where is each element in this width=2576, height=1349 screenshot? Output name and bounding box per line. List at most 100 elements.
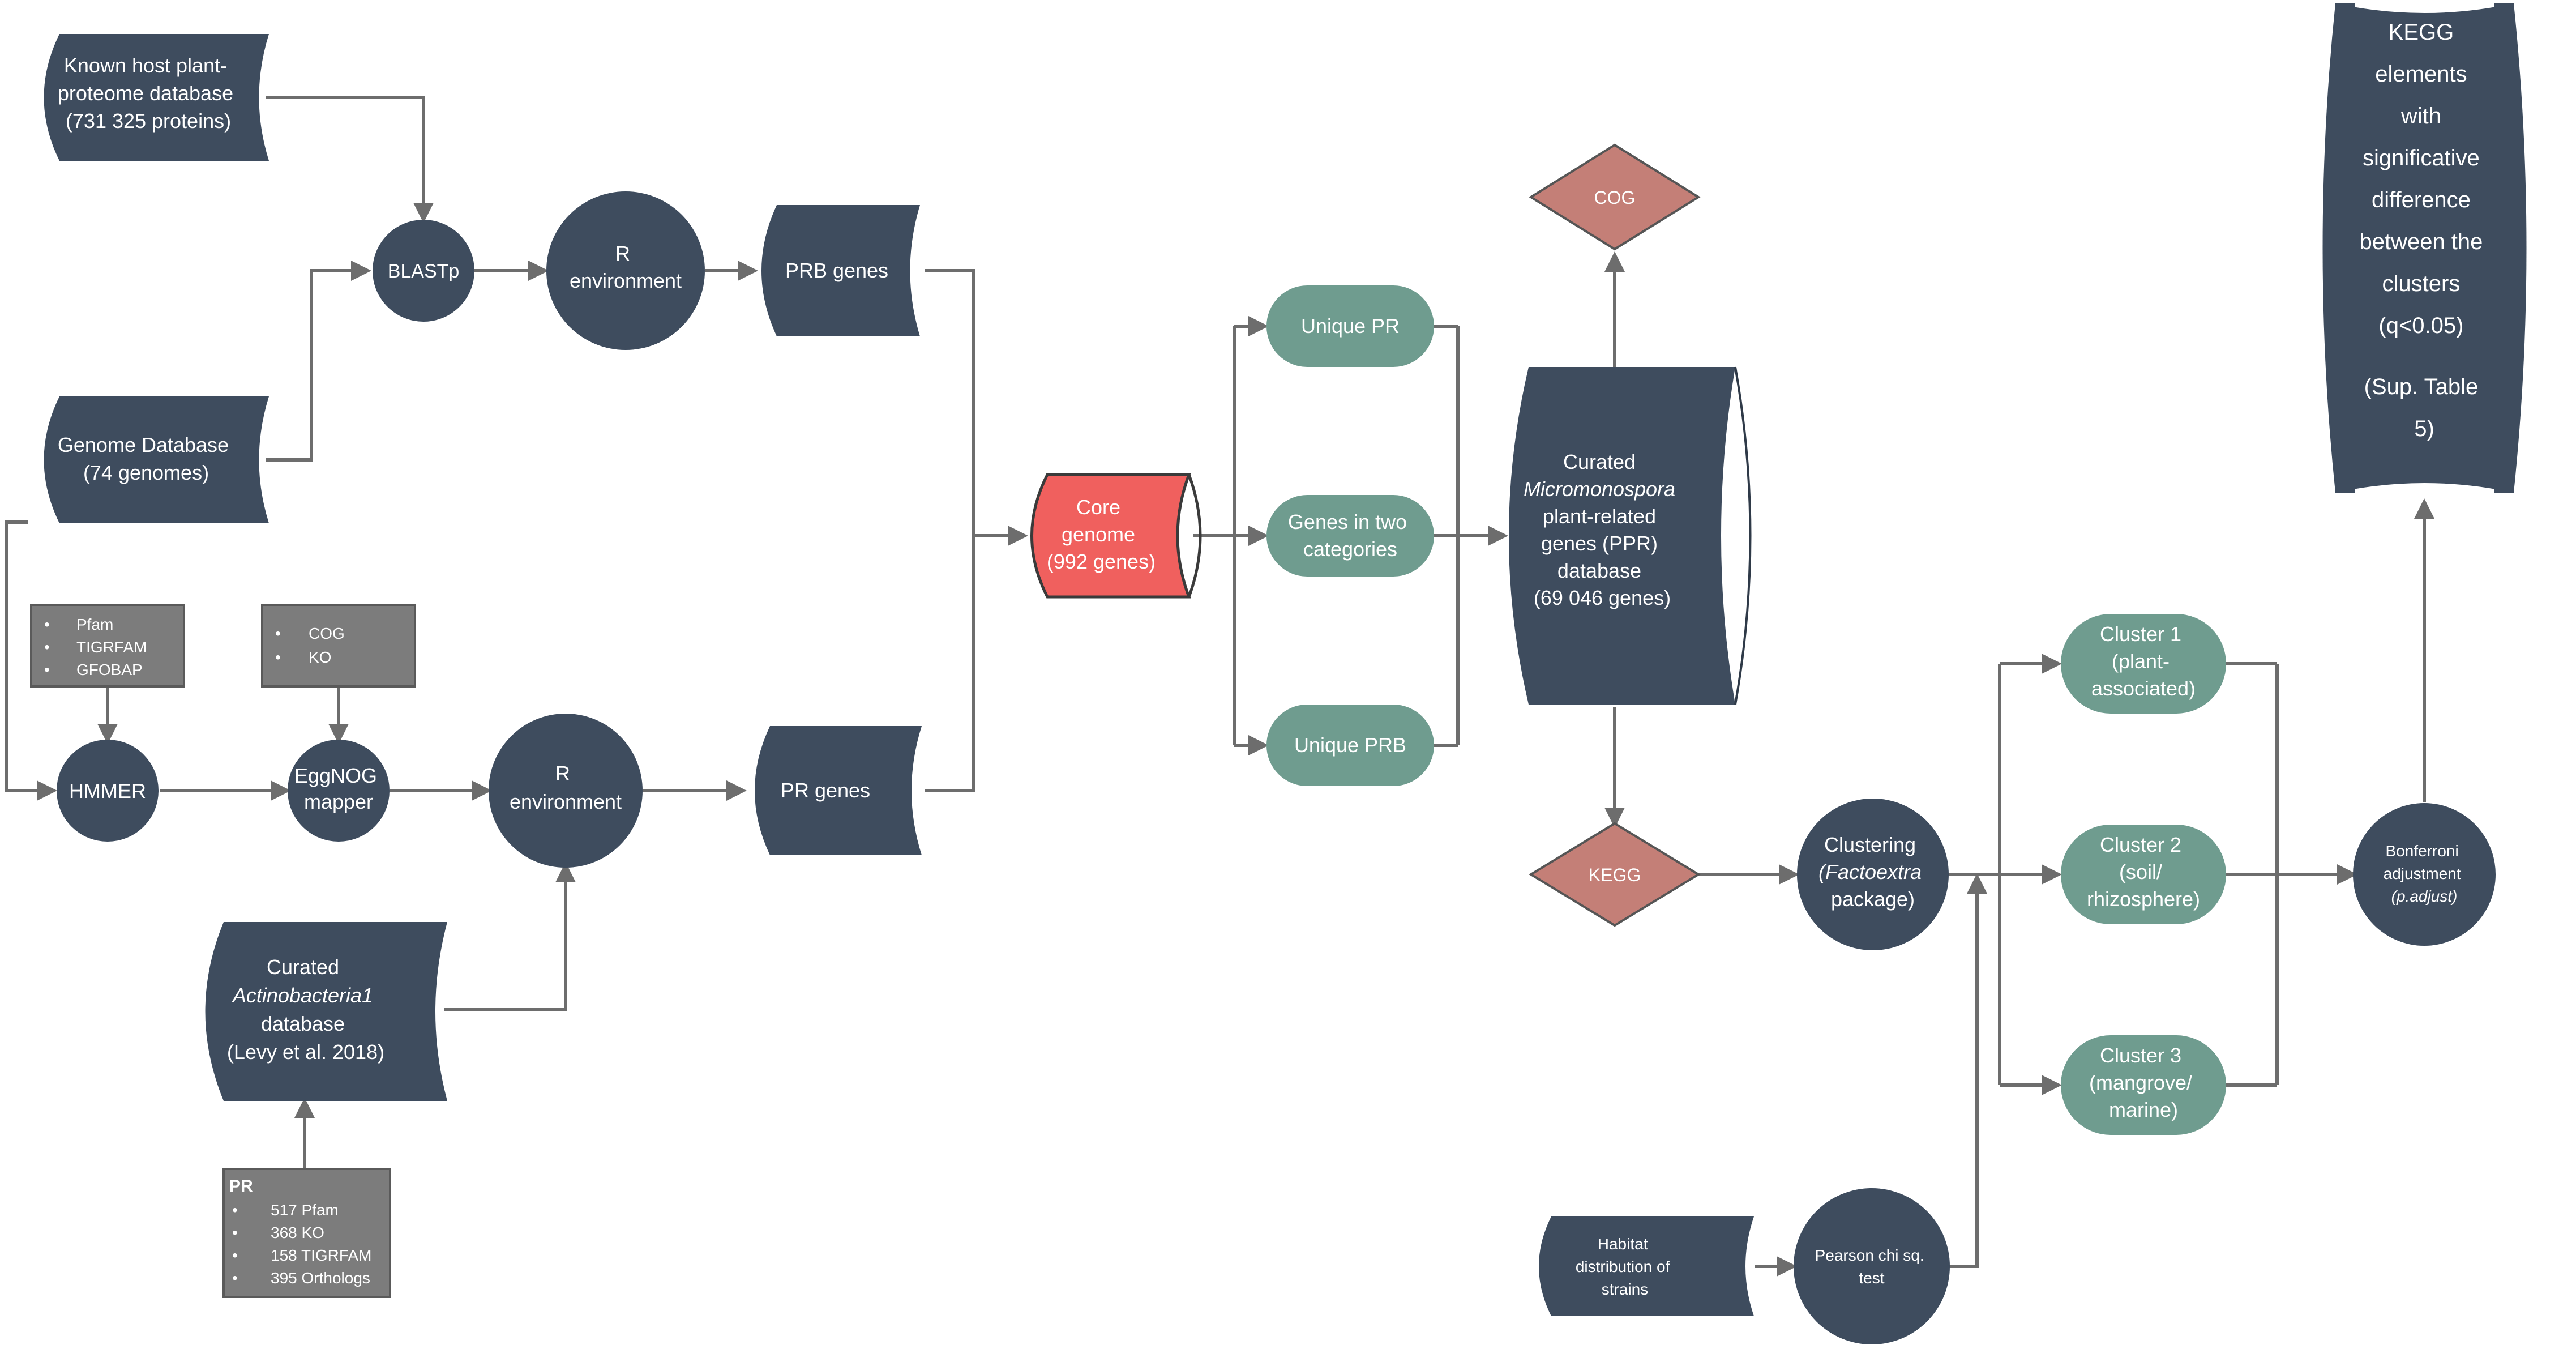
habitat-line-2: distribution of: [1576, 1258, 1670, 1275]
svg-text:R environment: R environment: [570, 242, 682, 292]
prb-genes-node: PRB genes: [761, 205, 920, 336]
hmm-item-2: TIGRFAM: [76, 638, 147, 656]
edge-pr-core: [925, 536, 975, 792]
kegg-el-line-4: significative: [2363, 146, 2480, 170]
curated-line-2: Micromonospora: [1524, 477, 1675, 501]
hmm-item-3: GFOBAP: [76, 661, 143, 678]
pr-counts-box: PR •517 Pfam •368 KO •158 TIGRFAM •395 O…: [222, 1168, 391, 1298]
genes-two-line-2: categories: [1303, 537, 1397, 561]
eggnog-item-2: KO: [309, 648, 331, 666]
core-genome-node: Core genome (992 genes): [1030, 473, 1202, 599]
cluster-3-node: Cluster 3 (mangrove/ marine): [2061, 1035, 2226, 1135]
curated-line-3: plant-related: [1543, 505, 1656, 528]
kegg-el-line-9: (Sup. Table: [2364, 374, 2479, 399]
eggnog-db-list-box: •COG •KO: [261, 604, 416, 688]
genes-two-categories-node: Genes in two categories: [1266, 495, 1434, 577]
clustering-node: Clustering (Factoextra package): [1797, 799, 1949, 950]
unique-pr-node: Unique PR: [1266, 285, 1434, 367]
svg-text:Habitat distribution of: Habitat distribution of strains: [1576, 1235, 1674, 1298]
svg-text:Curated Micromonospora: Curated Micromonospora plant-related gen…: [1524, 450, 1681, 609]
r-env-top-line-1: R: [615, 242, 630, 265]
curated-ppr-db-node: Curated Micromonospora plant-related gen…: [1509, 366, 1752, 705]
kegg-el-line-8: (q<0.05): [2378, 313, 2463, 338]
host-db-line-2: proteome database: [58, 82, 233, 105]
pr-genes-label: PR genes: [781, 779, 870, 802]
genome-db-line-2: (74 genomes): [83, 461, 209, 484]
curated-line-4: genes (PPR): [1541, 532, 1658, 555]
r-env-top-line-2: environment: [570, 269, 682, 292]
cluster3-line-1: Cluster 3: [2100, 1044, 2181, 1067]
pearson-test-node: Pearson chi sq. test: [1794, 1188, 1950, 1344]
host-db-line-3: (731 325 proteins): [66, 109, 231, 133]
habitat-line-3: strains: [1602, 1280, 1648, 1298]
unique-pr-label: Unique PR: [1301, 314, 1400, 338]
kegg-el-line-2: elements: [2375, 62, 2467, 87]
clustering-line-2: (Factoextra: [1818, 860, 1922, 883]
kegg-el-line-1: KEGG: [2389, 20, 2454, 45]
kegg-el-line-7: clusters: [2382, 271, 2461, 296]
blastp-node: BLASTp: [373, 220, 474, 322]
curated-line-6: (69 046 genes): [1534, 586, 1671, 609]
actino-line-3: database: [261, 1012, 345, 1035]
edge-actino-renv: [444, 862, 576, 1011]
eggnog-line-1: EggNOG: [294, 764, 377, 787]
bonferroni-line-3: (p.adjust): [2391, 887, 2458, 905]
core-line-3: (992 genes): [1047, 550, 1156, 573]
kegg-elements-node: KEGG elements with significative differe…: [2322, 3, 2527, 493]
actinobacteria-db-node: Curated Actinobacteria1 database (Levy e…: [205, 922, 447, 1101]
kegg-diamond-label: KEGG: [1589, 865, 1641, 885]
edge-genomedb-hmmer: [5, 520, 57, 801]
kegg-el-line-3: with: [2400, 104, 2441, 129]
habitat-line-1: Habitat: [1598, 1235, 1648, 1253]
prb-genes-label: PRB genes: [785, 259, 888, 282]
actino-line-4: (Levy et al. 2018): [227, 1040, 384, 1064]
unique-prb-label: Unique PRB: [1294, 733, 1406, 757]
cluster3-line-2: (mangrove/: [2089, 1071, 2192, 1094]
hmmer-db-list-box: •Pfam •TIGRFAM •GFOBAP: [30, 604, 185, 688]
r-environment-bottom-node: R environment: [489, 714, 643, 868]
pr-box-title: PR: [229, 1177, 253, 1196]
svg-text:•517 Pfam •368 KO: •517 Pfam •368 KO •158 TIGRFAM •395 Orth…: [232, 1201, 376, 1287]
pr-item-4: 395 Orthologs: [271, 1269, 370, 1287]
svg-text:•Pfam •TIGRFAM •GF: •Pfam •TIGRFAM •GFOBAP: [44, 616, 151, 678]
pr-item-2: 368 KO: [271, 1224, 324, 1241]
cluster3-line-3: marine): [2109, 1098, 2178, 1121]
clustering-line-1: Clustering: [1824, 833, 1916, 856]
svg-text:Curated Actinobacteria1: Curated Actinobacteria1 database (Levy e…: [227, 955, 384, 1064]
pr-genes-node: PR genes: [755, 726, 922, 855]
genes-two-line-1: Genes in two: [1288, 510, 1407, 533]
genome-db-node: Genome Database (74 genomes): [44, 396, 269, 523]
pr-item-1: 517 Pfam: [271, 1201, 339, 1219]
svg-text:•COG •KO: •COG •KO: [275, 625, 349, 666]
cluster2-line-2: (soil/: [2119, 860, 2162, 883]
bonferroni-line-2: adjustment: [2384, 865, 2461, 882]
edge-hostdb-blastp: [266, 96, 434, 223]
svg-text:Cluster 3 (mangrove/: Cluster 3 (mangrove/ marine): [2089, 1044, 2198, 1121]
kegg-el-line-6: between the: [2359, 229, 2483, 254]
pearson-line-2: test: [1859, 1269, 1884, 1287]
edge-prb-core: [925, 269, 975, 536]
cluster2-line-1: Cluster 2: [2100, 833, 2181, 856]
eggnog-mapper-node: EggNOG mapper: [288, 740, 390, 842]
svg-text:Cluster 1 (plant-: Cluster 1 (plant- associated): [2091, 622, 2196, 700]
pearson-line-1: Pearson chi sq.: [1815, 1246, 1924, 1264]
hmm-item-1: Pfam: [76, 616, 113, 633]
blastp-label: BLASTp: [388, 261, 460, 282]
r-environment-top-node: R environment: [546, 191, 705, 350]
curated-line-5: database: [1557, 559, 1641, 582]
core-line-2: genome: [1062, 523, 1135, 546]
actino-line-2: Actinobacteria1: [232, 984, 373, 1007]
cluster1-line-1: Cluster 1: [2100, 622, 2181, 646]
bonferroni-node: Bonferroni adjustment (p.adjust): [2353, 803, 2496, 946]
cluster-1-node: Cluster 1 (plant- associated): [2061, 614, 2226, 714]
curated-line-1: Curated: [1563, 450, 1636, 473]
r-env-bottom-line-2: environment: [510, 790, 622, 813]
svg-text:Known host plant- proteo: Known host plant- proteome database (731…: [58, 54, 239, 133]
cog-diamond-node: COG: [1529, 143, 1701, 251]
kegg-el-line-10: 5): [2414, 416, 2434, 441]
svg-text:KEGG elements with: KEGG elements with significative differe…: [2359, 20, 2489, 441]
cluster2-line-3: rhizosphere): [2087, 887, 2200, 911]
r-env-bottom-line-1: R: [555, 762, 570, 785]
